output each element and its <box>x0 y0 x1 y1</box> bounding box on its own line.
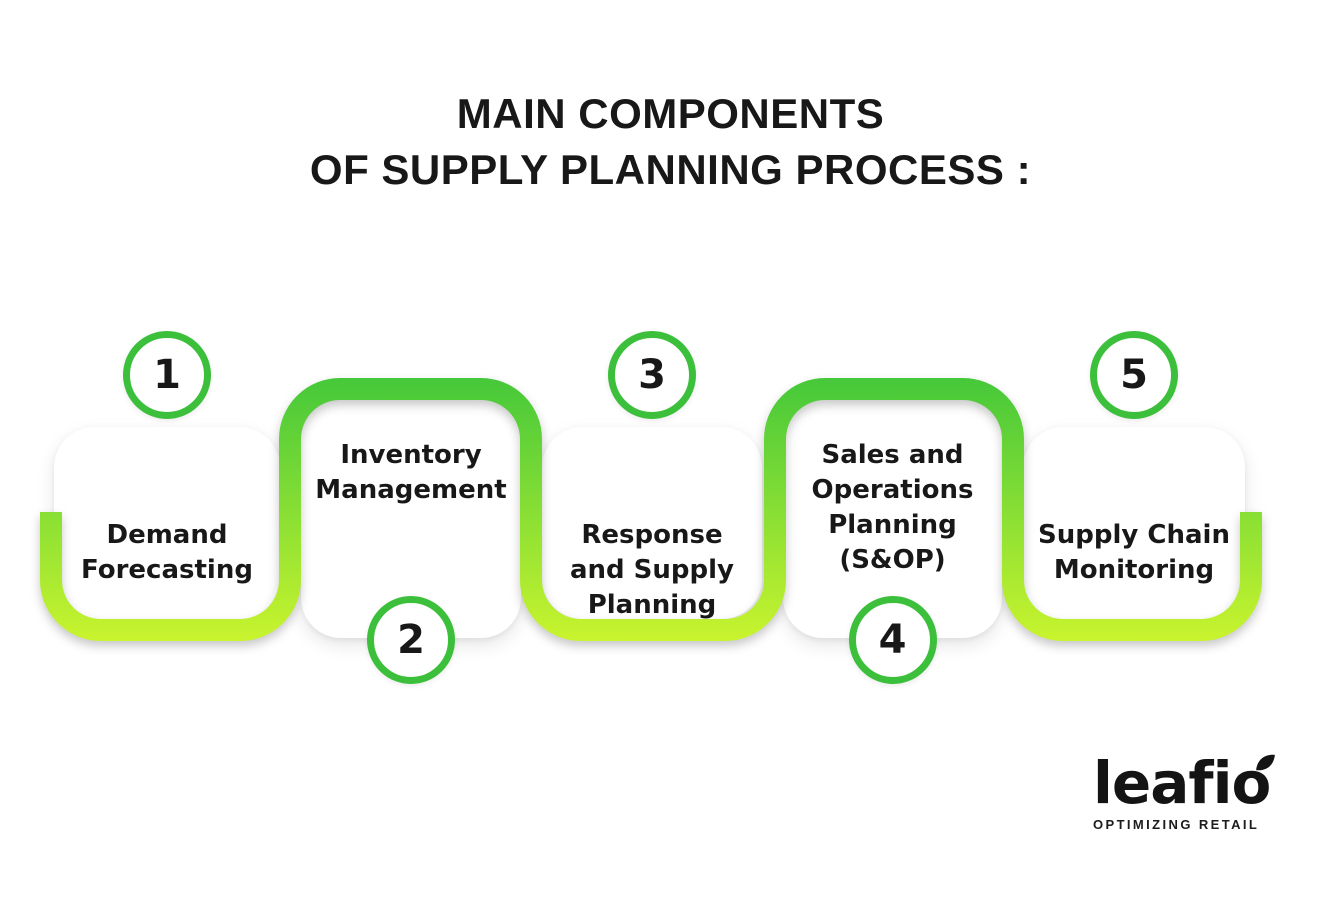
logo-tagline: OPTIMIZING RETAIL <box>1093 817 1260 832</box>
step-label-4: Sales and Operations Planning (S&OP) <box>783 438 1002 578</box>
page-title: MAIN COMPONENTS OF SUPPLY PLANNING PROCE… <box>0 86 1341 198</box>
step-card-3: 3 Response and Supply Planning <box>542 331 762 620</box>
step-circle-1: 1 <box>123 331 211 419</box>
step-circle-5: 5 <box>1090 331 1178 419</box>
logo-wordmark: leafio <box>1093 749 1271 817</box>
step-circle-2: 2 <box>367 596 455 684</box>
label-line: Operations <box>811 475 974 505</box>
step-label-1: Demand Forecasting <box>54 518 280 588</box>
label-line: Sales and <box>821 440 964 470</box>
step-circle-4: 4 <box>848 596 937 684</box>
label-line: (S&OP) <box>839 545 946 575</box>
step-label-5: Supply Chain Monitoring <box>1023 518 1245 588</box>
step-label-2: Inventory Management <box>301 438 521 508</box>
leaf-icon <box>1256 754 1275 771</box>
step-card-2: 2 Inventory Management <box>301 400 521 684</box>
step-number-4: 4 <box>878 617 907 663</box>
label-line: and Supply <box>569 555 735 585</box>
step-card-5: 5 Supply Chain Monitoring <box>1023 331 1245 619</box>
label-line: Demand <box>106 520 228 550</box>
step-number-2: 2 <box>397 617 425 663</box>
step-number-1: 1 <box>153 352 181 398</box>
title-line-1: MAIN COMPONENTS <box>456 90 885 137</box>
label-line: Inventory <box>340 440 482 470</box>
step-card-4: 4 Sales and Operations Planning (S&OP) <box>783 400 1002 684</box>
step-number-3: 3 <box>638 352 666 398</box>
step-card-1: 1 Demand Forecasting <box>54 331 280 619</box>
brand-logo: leafio OPTIMIZING RETAIL <box>1093 749 1275 832</box>
label-line: Supply Chain <box>1038 520 1230 550</box>
step-circle-3: 3 <box>608 331 696 419</box>
label-line: Response <box>581 520 723 550</box>
label-line: Forecasting <box>81 555 253 585</box>
step-label-3: Response and Supply Planning <box>542 518 762 623</box>
label-line: Monitoring <box>1053 555 1215 585</box>
step-number-5: 5 <box>1120 352 1148 398</box>
label-line: Planning <box>828 510 957 540</box>
label-line: Planning <box>587 590 717 620</box>
title-line-2: OF SUPPLY PLANNING PROCESS : <box>309 146 1032 193</box>
label-line: Management <box>315 475 507 505</box>
